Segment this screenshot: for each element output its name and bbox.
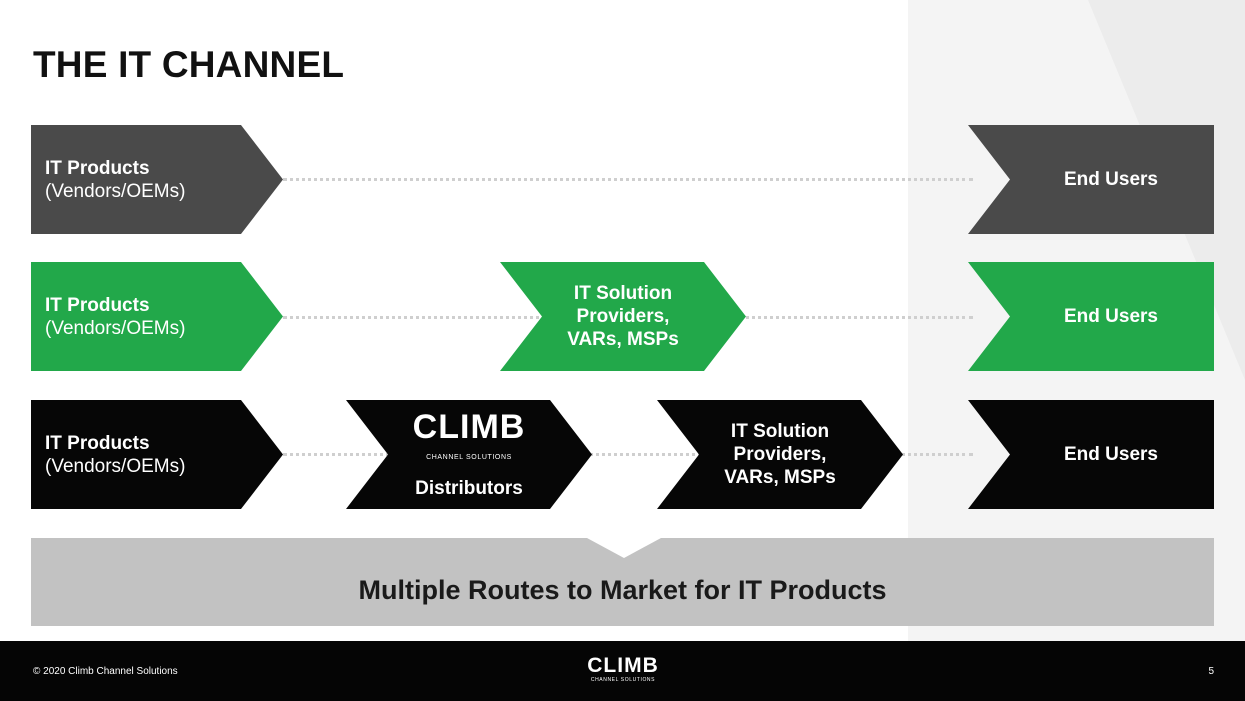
row1-end-users-label: End Users — [1064, 169, 1158, 190]
row1-vendor-subtitle: (Vendors/OEMs) — [45, 180, 186, 202]
row1-vendor-box: IT Products (Vendors/OEMs) — [31, 125, 283, 234]
distributor-logo-subtitle: CHANNEL SOLUTIONS — [426, 453, 512, 461]
row1-connector — [283, 178, 973, 181]
footer-logo-text: CLIMB — [587, 654, 659, 677]
row1-vendor-title: IT Products — [45, 157, 150, 179]
row2-solution-line1: IT Solution — [573, 283, 673, 304]
row3-vendor-subtitle: (Vendors/OEMs) — [45, 455, 186, 477]
row2-vendor-box: IT Products (Vendors/OEMs) — [31, 262, 283, 371]
row3-connector — [283, 453, 973, 456]
row2-vendor-title: IT Products — [45, 294, 150, 316]
row3-vendor-title: IT Products — [45, 432, 150, 454]
row3-solution-line2: Providers, — [733, 444, 827, 465]
row3-end-users-label: End Users — [1064, 444, 1158, 465]
distributor-label: Distributors — [415, 477, 523, 499]
row3-solution-line3: VARs, MSPs — [724, 467, 836, 488]
row3-vendor-box: IT Products (Vendors/OEMs) — [31, 400, 283, 509]
routes-banner: Multiple Routes to Market for IT Product… — [31, 538, 1214, 626]
banner-notch — [587, 538, 661, 558]
row2-solution-line3: VARs, MSPs — [567, 329, 679, 350]
footer-logo-subtitle: CHANNEL SOLUTIONS — [590, 677, 656, 683]
row3-solution-line1: IT Solution — [730, 421, 830, 442]
footer-climb-logo: CLIMB CHANNEL SOLUTIONS — [581, 655, 665, 683]
row2-end-users-label: End Users — [1064, 306, 1158, 327]
routes-banner-text: Multiple Routes to Market for IT Product… — [358, 575, 887, 605]
distributor-climb-logo: CLIMB — [412, 407, 526, 446]
page-number: 5 — [1208, 666, 1214, 677]
footer-bar: © 2020 Climb Channel Solutions CLIMB CHA… — [0, 641, 1245, 701]
page-title: THE IT CHANNEL — [33, 44, 345, 85]
footer-copyright: © 2020 Climb Channel Solutions — [33, 666, 178, 677]
row2-vendor-subtitle: (Vendors/OEMs) — [45, 317, 186, 339]
row2-solution-line2: Providers, — [576, 306, 670, 327]
